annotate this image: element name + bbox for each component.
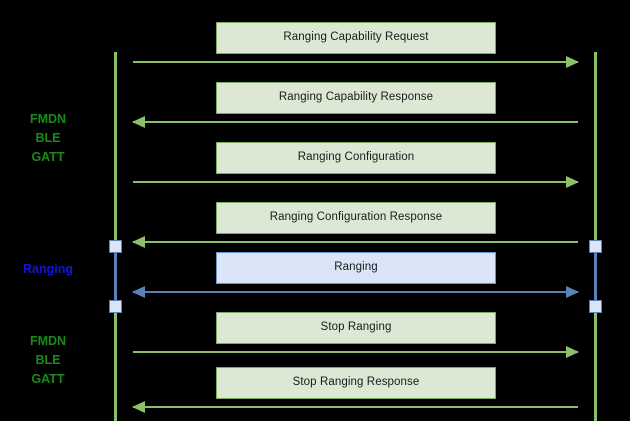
message-arrow-ranging-capability-request <box>133 56 579 69</box>
message-box-ranging-configuration: Ranging Configuration <box>216 142 496 174</box>
arrowhead-left-icon <box>132 236 145 248</box>
message-arrow-ranging <box>132 286 579 299</box>
message-box-stop-ranging: Stop Ranging <box>216 312 496 344</box>
message-arrow-ranging-configuration <box>133 176 579 189</box>
arrowhead-left-icon <box>132 286 145 298</box>
message-box-stop-ranging-response: Stop Ranging Response <box>216 367 496 399</box>
message-arrow-ranging-configuration-response <box>132 236 578 249</box>
right-lifeline <box>594 52 597 421</box>
arrowhead-right-icon <box>566 346 579 358</box>
left-activation-node-start <box>109 240 122 253</box>
left-activation-bar <box>114 246 117 306</box>
phase-label-fmdn-ble-gatt-top: FMDN BLE GATT <box>29 112 67 164</box>
arrow-shaft <box>133 241 578 243</box>
phase-label-fmdn-ble-gatt-bottom: FMDN BLE GATT <box>29 334 67 386</box>
right-activation-node-end <box>589 300 602 313</box>
left-lifeline <box>114 52 117 421</box>
arrowhead-right-icon <box>566 176 579 188</box>
arrow-shaft <box>133 406 578 408</box>
message-arrow-stop-ranging-response <box>132 401 578 414</box>
message-arrow-stop-ranging <box>133 346 579 359</box>
right-activation-bar <box>594 246 597 306</box>
message-box-ranging: Ranging <box>216 252 496 284</box>
arrow-shaft <box>133 351 578 353</box>
arrow-shaft <box>133 181 578 183</box>
message-box-ranging-configuration-response: Ranging Configuration Response <box>216 202 496 234</box>
message-box-ranging-capability-response: Ranging Capability Response <box>216 82 496 114</box>
message-box-ranging-capability-request: Ranging Capability Request <box>216 22 496 54</box>
arrow-shaft <box>133 121 578 123</box>
phase-label-ranging: Ranging <box>23 262 73 276</box>
left-activation-node-end <box>109 300 122 313</box>
arrowhead-right-icon <box>566 286 579 298</box>
arrow-shaft <box>133 61 578 63</box>
arrowhead-right-icon <box>566 56 579 68</box>
arrowhead-left-icon <box>132 116 145 128</box>
right-activation-node-start <box>589 240 602 253</box>
arrow-shaft <box>133 291 578 293</box>
message-arrow-ranging-capability-response <box>132 116 578 129</box>
arrowhead-left-icon <box>132 401 145 413</box>
